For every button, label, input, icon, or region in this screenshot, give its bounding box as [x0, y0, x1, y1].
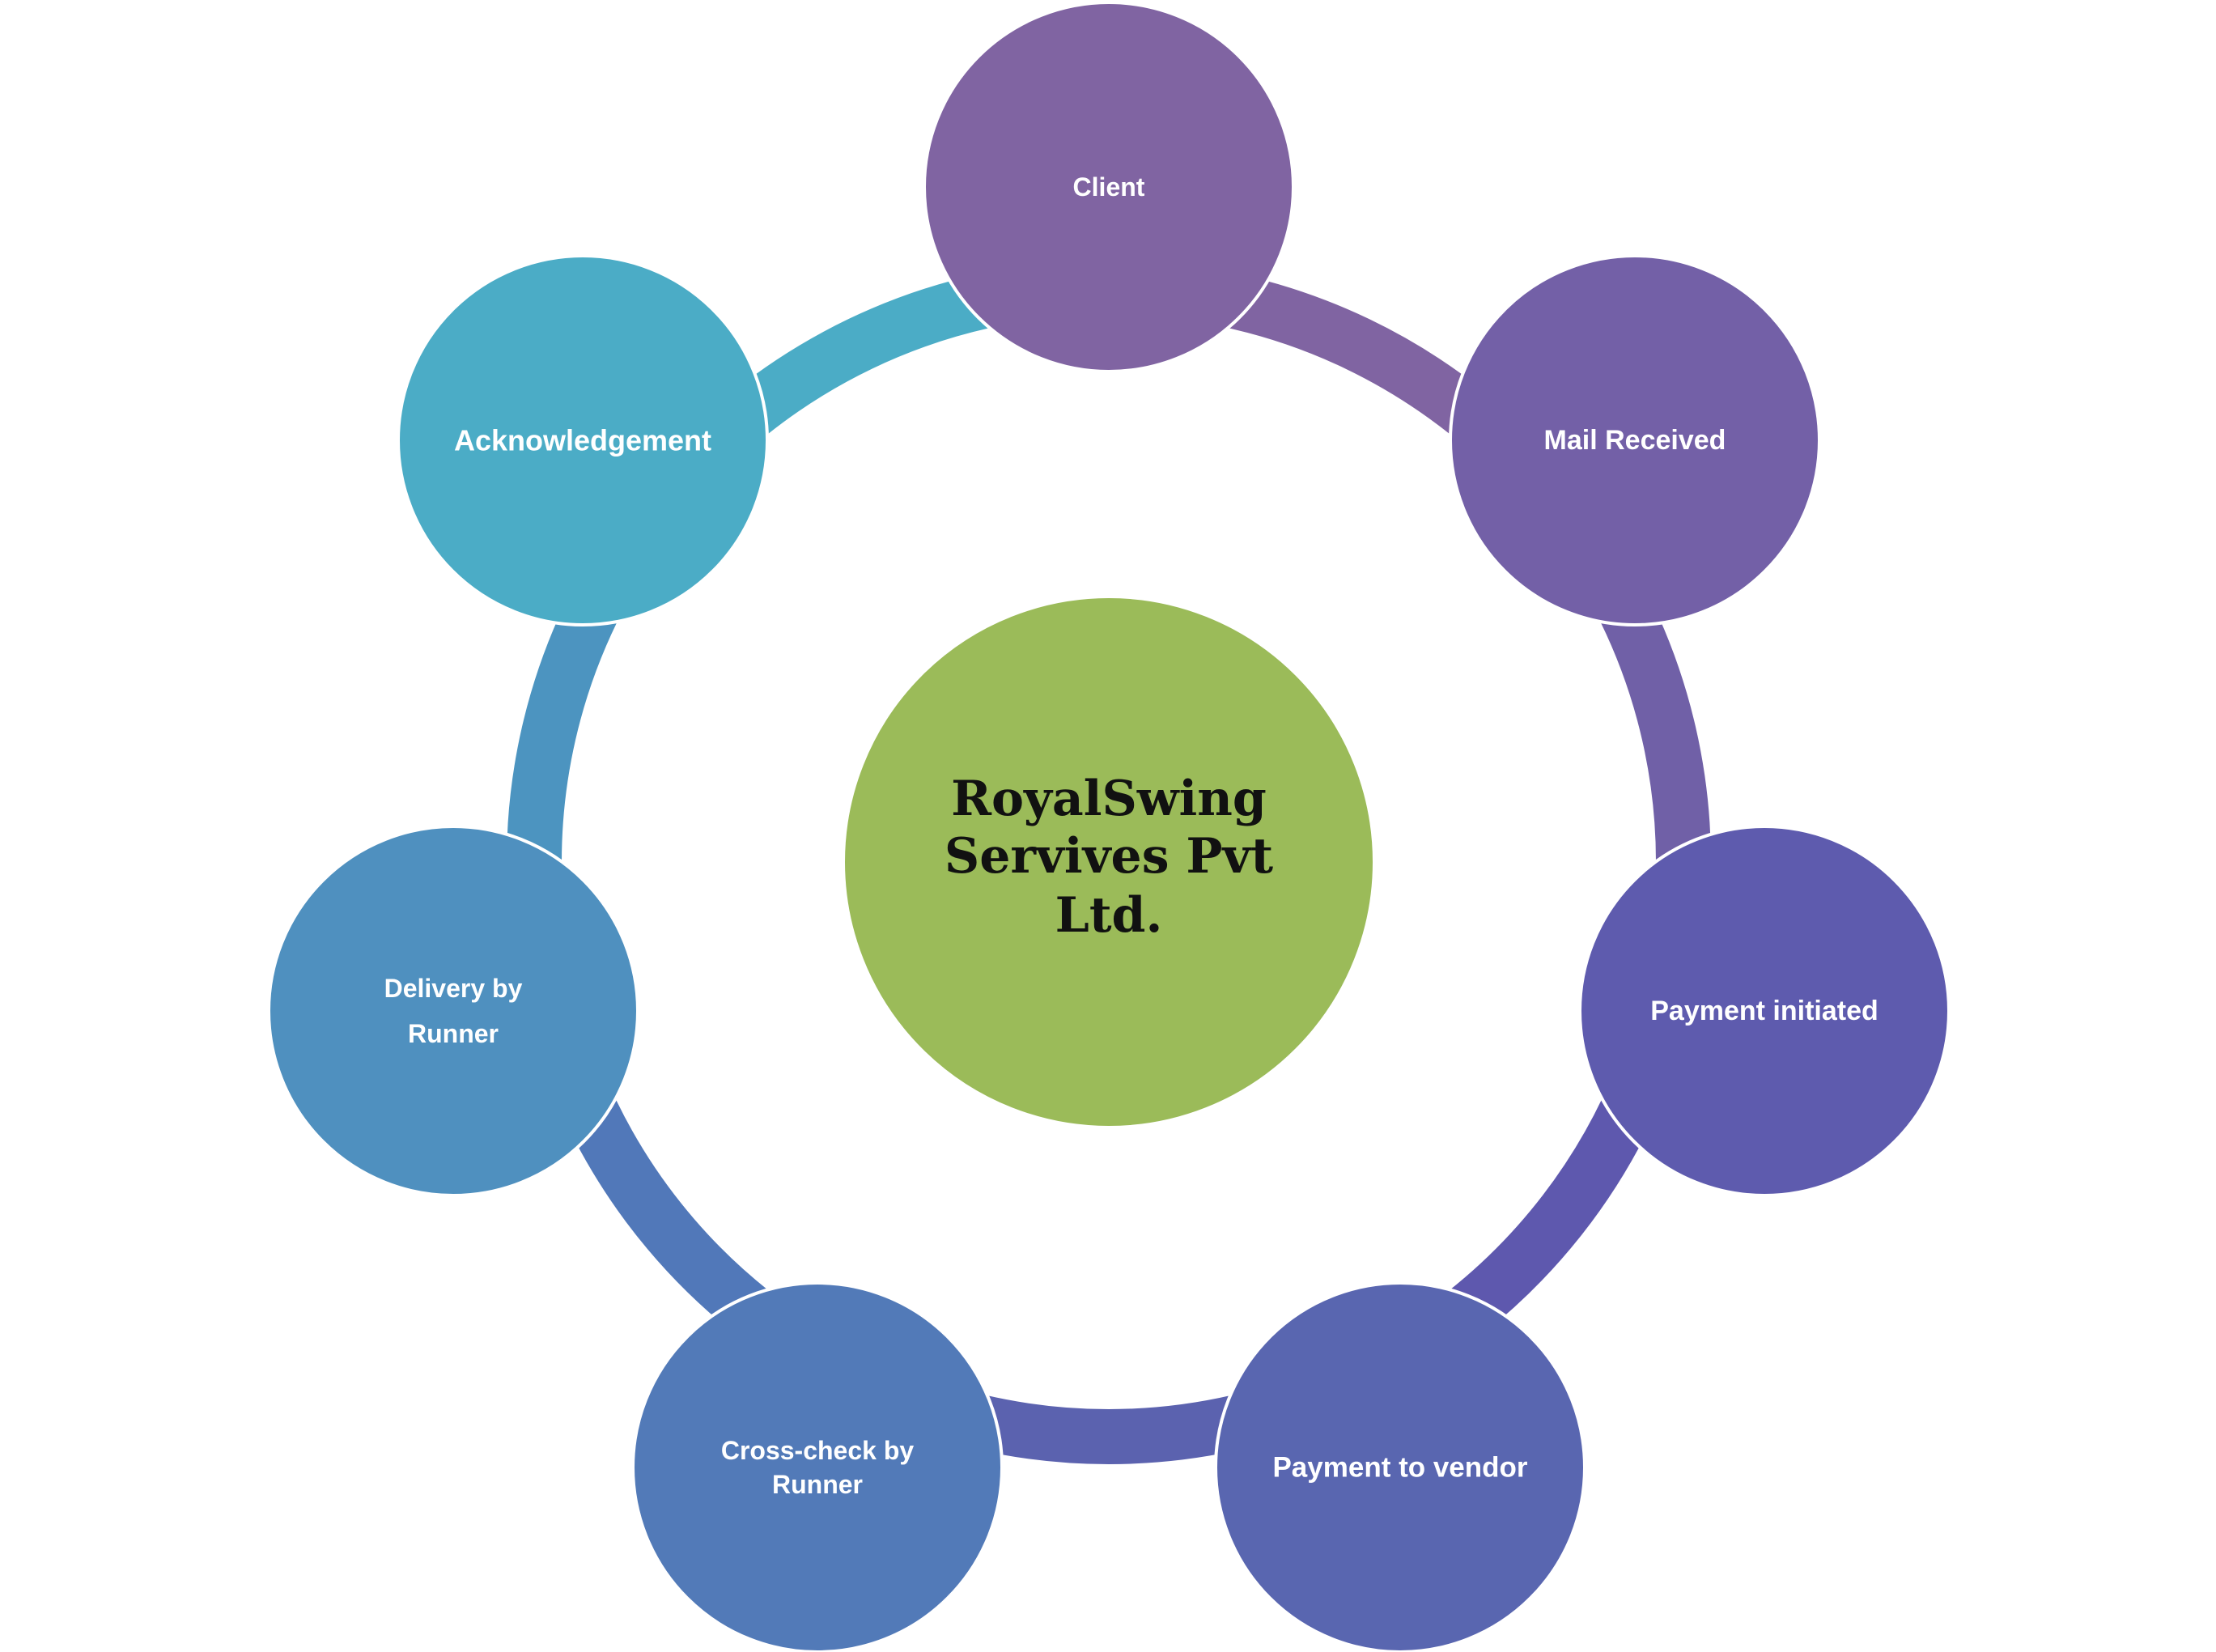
node-label: Delivery by	[384, 974, 523, 1003]
node-circle	[1214, 1281, 1586, 1652]
node-mail-received: Mail Received	[1449, 254, 1821, 626]
center-label-line-2: Servives Pvt	[945, 828, 1273, 885]
node-client: Client	[923, 1, 1295, 373]
node-label: Cross-check by	[721, 1436, 915, 1465]
node-circle	[1449, 254, 1821, 626]
node-label: Acknowledgement	[454, 424, 711, 457]
node-circle	[397, 254, 769, 626]
center-label-line-3: Ltd.	[1055, 887, 1163, 944]
center-node: RoyalSwing Servives Pvt Ltd.	[842, 595, 1376, 1129]
node-label: Client	[1073, 172, 1145, 202]
node-circle	[631, 1281, 1004, 1652]
node-circle	[267, 825, 639, 1197]
node-acknowledgement: Acknowledgement	[397, 254, 769, 626]
node-circle	[923, 1, 1295, 373]
node-cross-check-by-runner: Cross-check by Runner	[631, 1281, 1004, 1652]
node-circle	[1578, 825, 1951, 1197]
node-label: Payment to vendor	[1272, 1452, 1527, 1484]
node-label: Runner	[772, 1470, 863, 1499]
node-payment-initiated: Payment initiated	[1578, 825, 1951, 1197]
node-label: Payment initiated	[1650, 996, 1879, 1026]
node-label: Runner	[408, 1019, 499, 1048]
center-circle	[842, 595, 1376, 1129]
node-delivery-by-runner: Delivery by Runner	[267, 825, 639, 1197]
node-label: Mail Received	[1544, 425, 1726, 456]
node-payment-to-vendor: Payment to vendor	[1214, 1281, 1586, 1652]
center-label-line-1: RoyalSwing	[951, 771, 1267, 827]
